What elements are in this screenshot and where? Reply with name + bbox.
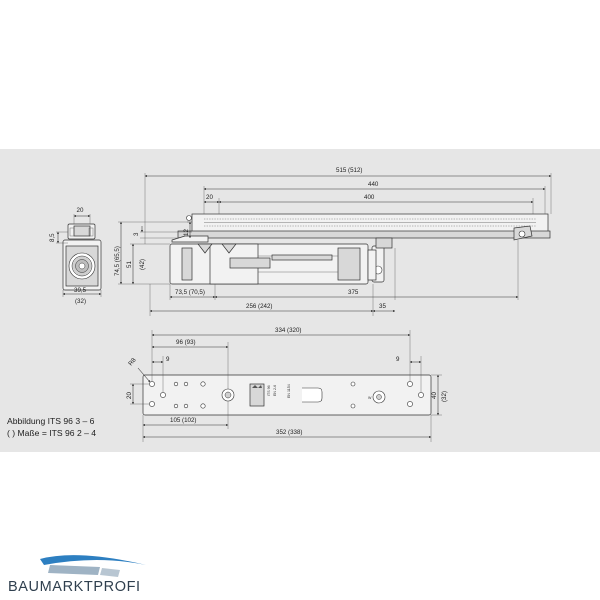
dim-51: 51 [126,261,133,268]
dim-side-8-5: 8,5 [49,233,56,242]
brand-name: BAUMARKTPROFI [8,579,141,595]
dim-375: 375 [348,289,359,296]
side-view: 20 8,5 39,5 (32) [49,207,102,305]
dim-35: 35 [379,303,386,310]
plate-sub2: EN 1154 [287,384,291,398]
dim-40: 40 [431,392,438,399]
elevation-view: 515 (512) 440 20 400 3 12 74,5 (65,5) 51 [114,167,552,316]
plate-sub: EN 2-6 [273,385,277,396]
dim-515: 515 (512) [336,167,363,174]
dim-256: 256 (242) [246,303,273,310]
svg-text:W: W [368,396,372,400]
dim-12: 12 [183,229,190,236]
dim-side-32: (32) [75,298,86,305]
plate-view: ITS 96 EN 2-6 EN 1154 W 334 (320) 96 (93… [126,327,448,442]
dim-400: 400 [364,194,375,201]
dim-20-rail: 20 [206,194,213,201]
dim-r8: R8 [127,356,138,367]
dim-3: 3 [133,232,140,236]
dim-96: 96 (93) [176,339,196,346]
dim-9-left: 9 [166,356,170,363]
logo-swoosh-icon [40,555,146,577]
dim-42: (42) [139,259,146,270]
dim-32-plate: (32) [441,391,448,402]
brand-logo: BAUMARKTPROFI [8,551,168,597]
dim-73-5: 73,5 (70,5) [175,289,205,296]
dim-20-plate: 20 [126,392,133,399]
dim-334: 334 (320) [275,327,302,334]
dim-352: 352 (338) [276,429,303,436]
dim-440: 440 [368,181,379,188]
caption-line-2: ( ) Maße = ITS 96 2 – 4 [7,428,96,438]
plate-label: ITS 96 [267,385,271,396]
caption-line-1: Abbildung ITS 96 3 – 6 [7,416,95,426]
dim-side-20: 20 [77,207,84,214]
dim-105: 105 (102) [170,417,197,424]
dim-74-5: 74,5 (65,5) [114,246,121,276]
dim-9-right: 9 [396,356,400,363]
dim-side-39-5: 39,5 [74,287,87,294]
